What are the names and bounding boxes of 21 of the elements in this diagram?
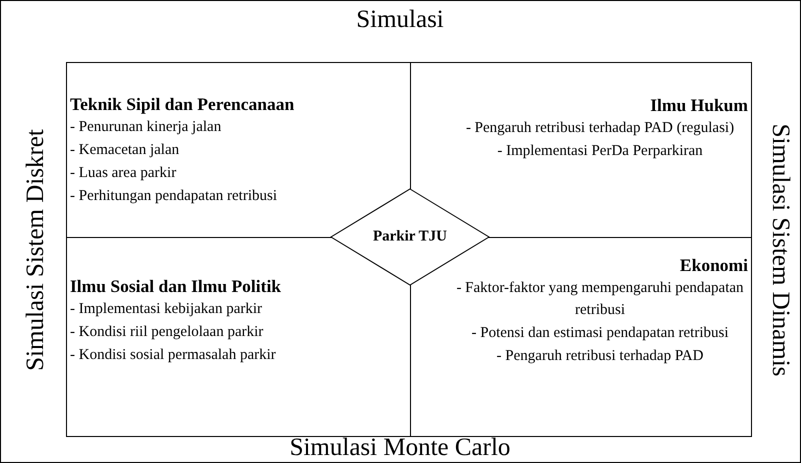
topic-heading: Ilmu Hukum [650,94,748,117]
list-item: - Perhitungan pendapatan retribusi [70,187,278,206]
list-item: - Potensi dan estimasi pendapatan retribusi [470,324,730,343]
list-item: - Pengaruh retribusi terhadap PAD (regulasi) [464,119,736,138]
topic-heading: Ilmu Sosial dan Ilmu Politik [70,275,282,298]
list-item: - Implementasi PerDa Perparkiran [496,142,704,161]
axis-label: Simulasi [356,6,444,34]
list-item: - Luas area parkir [70,164,176,183]
topic-heading: Ekonomi [680,254,748,277]
axis-label: Simulasi Monte Carlo [290,434,510,462]
list-item: - Penurunan kinerja jalan [70,118,222,137]
axis-label: Simulasi Sistem Diskret [22,129,50,371]
list-item: - Pengaruh retribusi terhadap PAD [496,347,704,366]
list-item: - Faktor-faktor yang mempengaruhi pendapatan retribusi [455,279,745,320]
topic-heading: Teknik Sipil dan Perencanaan [70,93,294,116]
list-item: - Kondisi riil pengelolaan parkir [70,323,264,342]
list-item: - Implementasi kebijakan parkir [70,300,262,319]
axis-label: Simulasi Sistem Dinamis [766,124,794,376]
center-label: Parkir TJU [372,228,448,246]
list-item: - Kondisi sosial permasalah parkir [70,346,276,365]
list-item: - Kemacetan jalan [70,141,180,160]
